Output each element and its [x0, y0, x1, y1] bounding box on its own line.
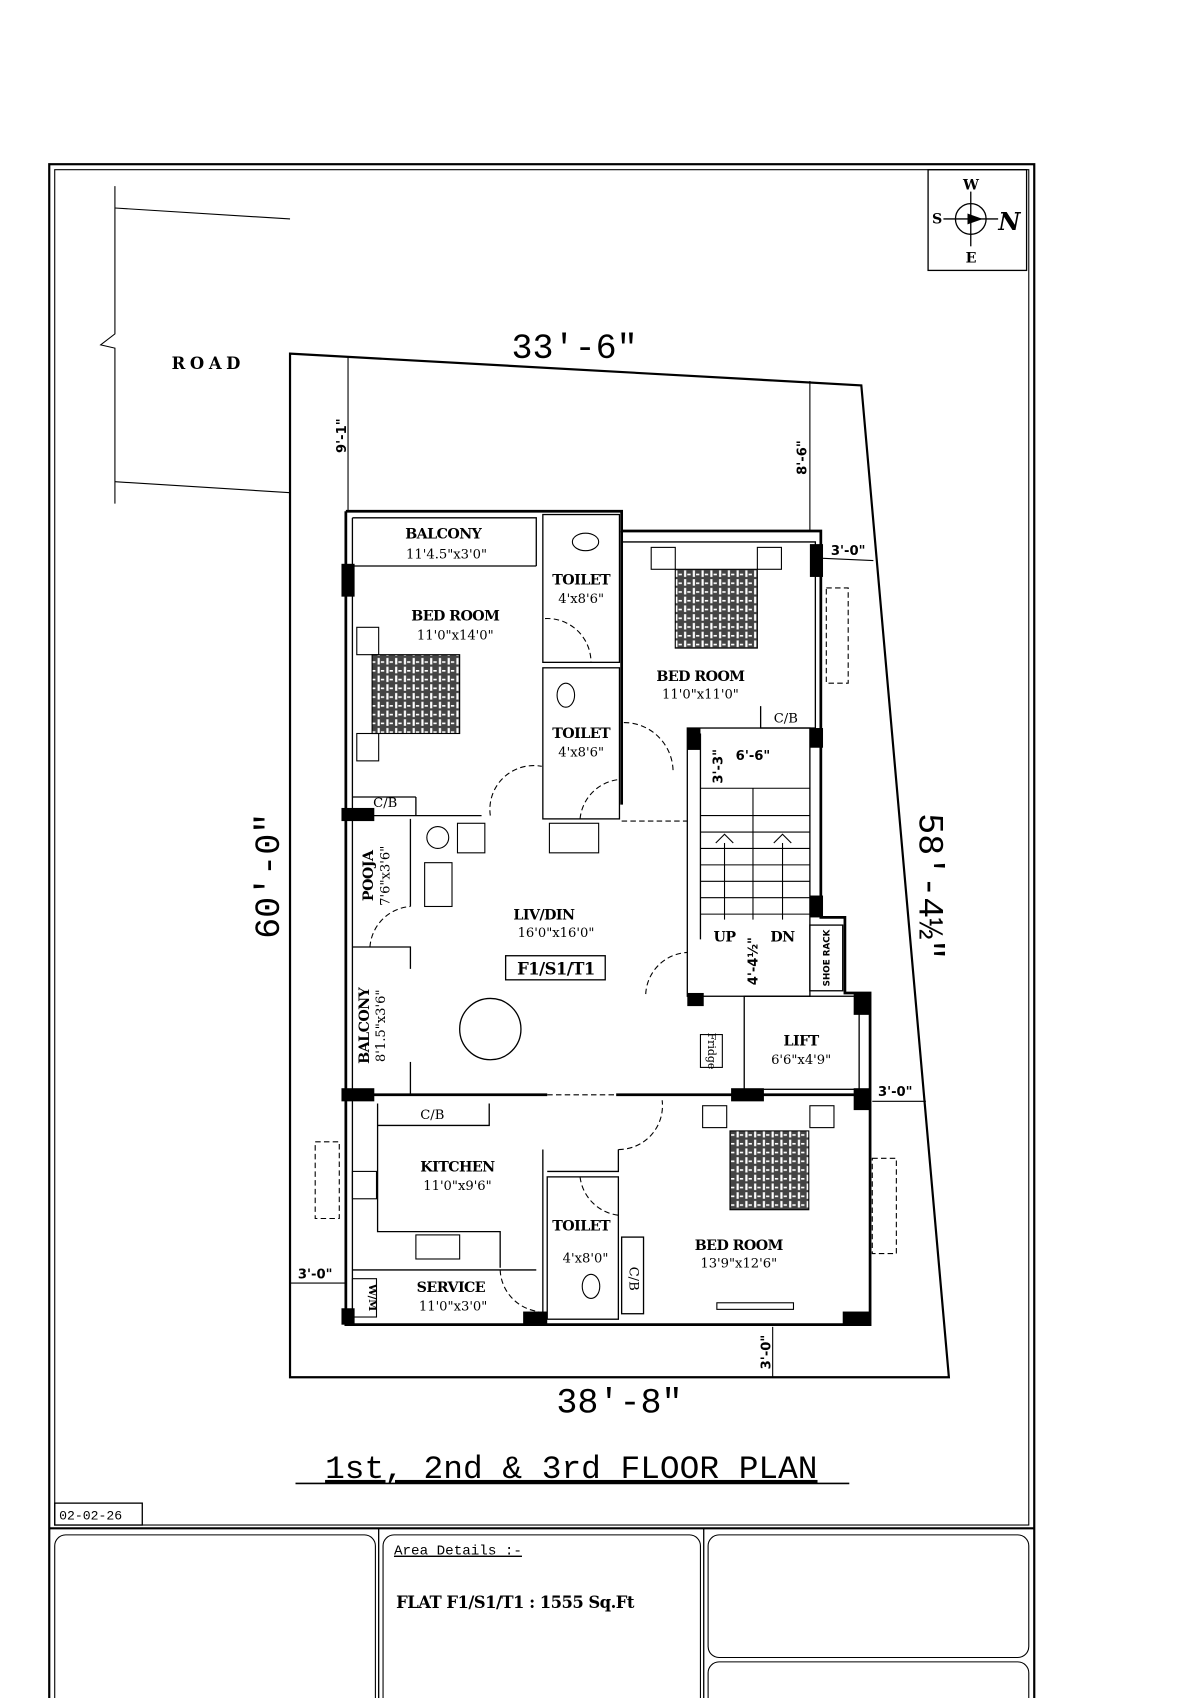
room-size: 11'0"x3'0": [419, 1299, 487, 1314]
drawing-date: 02-02-26: [59, 1509, 122, 1524]
room-name: KITCHEN: [420, 1159, 495, 1175]
flat-tag: F1/S1/T1: [517, 959, 595, 978]
room-name: TOILET: [552, 573, 611, 589]
setback-left-bottom: 3'-0": [298, 1268, 333, 1283]
stair-up-label: UP: [714, 930, 737, 946]
room-size: 4'x8'0": [563, 1251, 609, 1266]
room-size: 11'0"x9'6": [423, 1179, 491, 1194]
compass-south: S: [932, 211, 942, 227]
furniture: [351, 532, 835, 1318]
compass-west: W: [962, 177, 980, 193]
room-size: 4'x8'6": [558, 592, 604, 607]
building-walls: [344, 509, 872, 1327]
setback-front-left: 9'-1": [335, 418, 350, 453]
area-details-heading: Area Details :-: [394, 1544, 522, 1560]
washing-machine-label: W/M: [366, 1283, 379, 1311]
cupboard-label: C/B: [774, 712, 798, 727]
plot-dim-top: 33'-6": [512, 329, 638, 369]
room-name: LIV/DIN: [513, 908, 575, 924]
room-name: LIFT: [784, 1034, 820, 1050]
room-name: SERVICE: [417, 1280, 486, 1296]
road: R O A D: [99, 186, 291, 504]
plot-dim-right: 58'-4½": [908, 813, 948, 960]
setback-lines: [290, 356, 926, 1378]
door-swings: [314, 587, 897, 1313]
stair-landing-dim: 3'-3": [711, 749, 726, 784]
room-size: 6'6"x4'9": [771, 1053, 831, 1068]
room-size: 16'0"x16'0": [518, 926, 595, 941]
staircase: [700, 787, 810, 920]
stair-width-dim: 6'-6": [736, 749, 771, 764]
north-compass: W S E N: [927, 169, 1028, 272]
plot-dim-bottom: 38'-8": [556, 1383, 682, 1423]
room-name: BALCONY: [405, 527, 482, 543]
room-name: BED ROOM: [656, 669, 745, 685]
stair-down-label: DN: [770, 930, 795, 946]
cupboard-label: C/B: [420, 1108, 444, 1123]
plot-dim-left: 60'-0": [250, 813, 290, 939]
room-name: TOILET: [552, 726, 611, 742]
room-size: 11'0"x14'0": [417, 628, 494, 643]
sheet-frame: [48, 163, 1036, 1698]
room-name: BED ROOM: [695, 1238, 784, 1254]
room-name: POOJA: [361, 849, 377, 901]
compass-east: E: [966, 251, 977, 267]
room-name: BED ROOM: [411, 609, 500, 625]
drawing-title: 1st, 2nd & 3rd FLOOR PLAN: [325, 1451, 817, 1488]
setback-right-top: 3'-0": [831, 544, 866, 559]
fan-icon: [426, 826, 450, 849]
stair-lobby-dim: 4'-4½": [746, 937, 761, 985]
room-size: 4'x8'6": [558, 745, 604, 760]
room-size: 11'0"x11'0": [662, 687, 739, 702]
room-size: 8'1.5"x3'6": [374, 989, 389, 1062]
room-name: TOILET: [552, 1219, 611, 1235]
room-size: 7'6"x3'6": [379, 846, 394, 906]
room-size: 13'9"x12'6": [700, 1257, 777, 1272]
road-label: R O A D: [172, 354, 240, 373]
setback-rear: 3'-0": [759, 1335, 774, 1370]
compass-north: N: [997, 207, 1021, 236]
room-name: BALCONY: [357, 986, 373, 1063]
room-labels: BALCONY 11'4.5"x3'0" TOILET 4'x8'6" BED …: [357, 527, 831, 1315]
columns: [341, 544, 871, 1325]
cupboard-label: C/B: [373, 796, 397, 811]
cupboard-label: C/B: [625, 1267, 640, 1291]
fridge-label: Fridge: [705, 1033, 718, 1070]
plot-boundary: [288, 352, 951, 1379]
area-flat-line: FLAT F1/S1/T1 : 1555 Sq.Ft: [396, 1593, 635, 1612]
shoe-rack-label: SHOE RACK: [823, 928, 833, 986]
setback-right-mid: 3'-0": [878, 1085, 913, 1100]
setback-front-right: 8'-6": [796, 440, 811, 475]
room-size: 11'4.5"x3'0": [406, 547, 487, 562]
